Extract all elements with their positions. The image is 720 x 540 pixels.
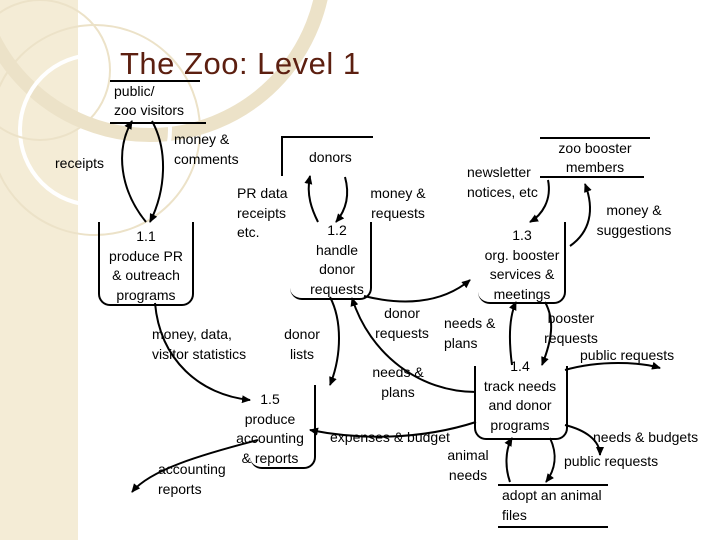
- flow-label-money-suggestions: money & suggestions: [596, 202, 672, 238]
- flow-arrow-public-requests-bottom: [545, 437, 556, 483]
- flow-label-accounting-reports: accounting reports: [158, 461, 226, 497]
- flow-label-donor-lists: donor lists: [284, 326, 320, 362]
- flow-arrow-needs-plans-mid: [350, 297, 477, 393]
- slide-title: The Zoo: Level 1: [120, 46, 361, 81]
- flow-label-needs-budgets: needs & budgets: [593, 429, 699, 445]
- flow-label-needs-plans-mid: needs & plans: [372, 364, 424, 400]
- flow-arrow-donor-lists: [329, 296, 340, 386]
- entity-label-line: donors: [309, 149, 352, 165]
- flow-label-money-data: money, data, visitor statistics: [152, 326, 247, 362]
- process-1-2: [290, 222, 372, 300]
- process-1-3-label: 1.3 org. booster services & meetings: [484, 227, 560, 302]
- entity-public-zoo-visitors: public/ zoo visitors: [110, 80, 200, 120]
- process-1-4-label: 1.4 track needs and donor programs: [483, 358, 557, 433]
- store-adopt-an-animal-files: [498, 484, 608, 528]
- entity-donors: donors: [281, 136, 373, 176]
- flow-label-receipts: receipts: [55, 155, 105, 171]
- flow-arrow-needs-budgets: [564, 424, 604, 456]
- entity-box-public: [110, 80, 200, 82]
- flow-arrow-money-data: [154, 302, 251, 404]
- flow-arrow-money-requests: [335, 176, 349, 223]
- process-1-3: [478, 222, 566, 304]
- flow-arrow-pr-data: [304, 175, 319, 223]
- entity-box-public-lower: [110, 122, 206, 124]
- flow-arrow-needs-plans-top: [508, 301, 517, 366]
- entity-label-line: zoo visitors: [114, 102, 185, 118]
- entity-label-line: public/: [114, 83, 155, 99]
- flow-label-money-comments: money & comments: [174, 131, 239, 167]
- process-1-5: [250, 385, 316, 469]
- flow-label-public-requests-bottom: public requests: [564, 453, 659, 469]
- flow-arrow-donor-requests: [363, 279, 471, 303]
- flow-label-animal-needs: animal needs: [447, 447, 489, 483]
- flow-label-needs-plans-top: needs & plans: [444, 315, 496, 351]
- flow-label-money-requests: money & requests: [370, 185, 426, 221]
- store-adopt-label: adopt an animal files: [502, 487, 602, 523]
- flow-label-expenses-budget: expenses & budget: [330, 429, 450, 445]
- flow-arrow-expenses-budget: [309, 421, 477, 438]
- process-1-1-label: 1.1 produce PR & outreach programs: [109, 228, 183, 303]
- flow-label-booster-requests: booster requests: [544, 310, 598, 346]
- flow-arrow-newsletter: [529, 179, 550, 223]
- flow-arrow-booster-requests: [541, 301, 553, 366]
- process-1-2-label: 1.2 handle donor requests: [310, 222, 364, 297]
- entity-label-line: members: [565, 159, 625, 175]
- flow-arrow-accounting-reports: [131, 439, 259, 493]
- flow-label-public-requests-top: public requests: [580, 347, 675, 363]
- entity-box-booster-lower: [540, 176, 644, 178]
- flow-arrow-receipts: [121, 120, 147, 223]
- entity-zoo-booster-members: zoo booster members: [540, 137, 650, 177]
- process-1-1: [98, 222, 194, 306]
- flow-label-newsletter: newsletter notices, etc: [467, 164, 538, 200]
- flow-arrow-public-requests-top: [564, 361, 661, 371]
- process-1-4: [474, 366, 568, 440]
- flow-arrow-money-suggestions: [569, 183, 592, 247]
- flow-arrow-money-comments: [149, 120, 165, 223]
- entity-label-line: zoo booster: [558, 140, 632, 156]
- flow-label-donor-requests: donor requests: [375, 305, 429, 341]
- flow-arrow-animal-needs: [504, 437, 513, 483]
- flow-label-pr-data: PR data receipts etc.: [237, 185, 288, 240]
- process-1-5-label: 1.5 produce accounting & reports: [236, 391, 304, 466]
